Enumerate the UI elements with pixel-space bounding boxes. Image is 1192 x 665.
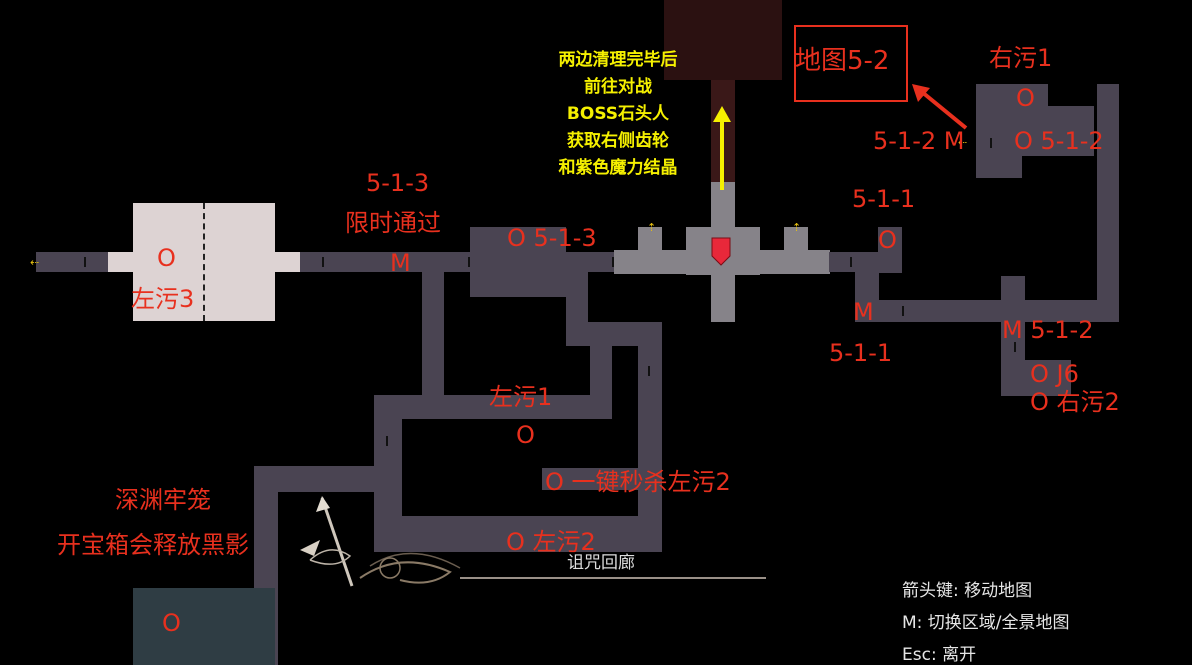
room-divider xyxy=(203,203,205,321)
corridor xyxy=(422,270,444,396)
instruction-line: 和紫色魔力结晶 xyxy=(558,158,678,178)
right-pollution-1-room xyxy=(976,154,1022,178)
label-511-bottom: 5-1-1 xyxy=(829,339,893,367)
one-key-kill-label: O 一键秒杀左污2 xyxy=(545,468,731,496)
o-512-label: O 5-1-2 xyxy=(1014,127,1104,155)
door xyxy=(468,257,470,267)
corridor xyxy=(374,516,662,552)
area-name: 诅咒回廊 xyxy=(567,553,635,573)
o-left-pollution-2: O 左污2 xyxy=(506,528,596,556)
door xyxy=(990,138,992,148)
help-m-key: M: 切换区域/全景地图 xyxy=(902,613,1070,633)
chest-warning-label: 开宝箱会释放黑影 xyxy=(57,531,249,559)
instruction-line: 获取右侧齿轮 xyxy=(567,131,669,151)
m-512-label: 5-1-2 M xyxy=(873,127,965,155)
map-5-2-label: 地图5-2 xyxy=(795,46,890,76)
help-esc: Esc: 离开 xyxy=(902,645,977,665)
left-pollution-3-label: 左污3 xyxy=(131,285,195,313)
circle-abyss-cage: O xyxy=(162,609,181,637)
label-511-top: 5-1-1 xyxy=(852,185,916,213)
boss-hall xyxy=(784,227,808,251)
m-513: M xyxy=(390,249,411,277)
door xyxy=(902,306,904,316)
left-pollution-1-label: 左污1 xyxy=(489,383,553,411)
circle-left-pollution-1: O xyxy=(516,421,535,449)
corridor xyxy=(542,468,662,490)
m-511: M xyxy=(853,298,874,326)
left-pollution-3-room xyxy=(108,252,134,272)
door xyxy=(322,257,324,267)
room-513 xyxy=(470,227,566,297)
door xyxy=(612,257,614,267)
corridor xyxy=(855,300,1117,322)
corridor xyxy=(638,322,662,552)
door xyxy=(850,257,852,267)
circle-511: O xyxy=(878,226,897,254)
door xyxy=(84,257,86,267)
arrow-up-icon xyxy=(713,106,731,190)
left-pollution-3-room xyxy=(275,252,301,272)
right-pollution-1-room xyxy=(976,84,1048,108)
instruction-line: 前往对战 xyxy=(584,77,652,97)
corridor xyxy=(374,395,402,531)
arrow-left-icon: ⇠ xyxy=(958,136,968,149)
timed-pass-label: 限时通过 xyxy=(345,209,441,237)
help-arrows: 箭头键: 移动地图 xyxy=(902,581,1033,601)
boss-hall xyxy=(638,227,662,251)
door xyxy=(1014,342,1016,352)
circle-left-pollution-3: O xyxy=(157,244,176,272)
corridor xyxy=(829,252,879,272)
corridor xyxy=(300,252,472,272)
corridor xyxy=(590,322,612,418)
right-pollution-1-room xyxy=(976,106,1094,156)
arrow-up-left-icon xyxy=(912,84,968,130)
circle-right-pollution-1: O xyxy=(1016,84,1035,112)
room-512-lower xyxy=(1001,360,1071,396)
door xyxy=(386,436,388,446)
area-ornament xyxy=(300,496,766,587)
room-511 xyxy=(878,227,902,273)
right-pollution-1-label: 右污1 xyxy=(989,44,1053,72)
o-513: O 5-1-3 xyxy=(507,224,597,252)
corridor xyxy=(565,252,615,272)
player-shield-marker xyxy=(711,237,731,266)
corridor xyxy=(254,466,402,492)
instructions: 两边清理完毕后 前往对战 BOSS石头人 获取右侧齿轮 和紫色魔力结晶 xyxy=(518,47,718,182)
top-dark-room xyxy=(664,0,782,80)
abyss-cage-room xyxy=(133,588,275,665)
m-512-lower: M 5-1-2 xyxy=(1002,316,1094,344)
instruction-line: 两边清理完毕后 xyxy=(558,50,678,70)
label-513: 5-1-3 xyxy=(366,169,430,197)
abyss-cage-label: 深渊牢笼 xyxy=(115,486,211,514)
west-corridor xyxy=(36,252,110,272)
arrow-up-icon: ⇡ xyxy=(792,221,802,234)
arrow-left-icon: ⇠ xyxy=(30,256,40,269)
corridor xyxy=(422,395,612,419)
o-right-pollution-2: O 右污2 xyxy=(1030,388,1120,416)
instruction-line: BOSS石头人 xyxy=(566,104,670,124)
corridor xyxy=(1097,84,1119,322)
map-5-2-box xyxy=(794,25,908,102)
door xyxy=(648,366,650,376)
arrow-up-icon: ⇡ xyxy=(647,221,657,234)
o-j6: O J6 xyxy=(1030,360,1079,388)
